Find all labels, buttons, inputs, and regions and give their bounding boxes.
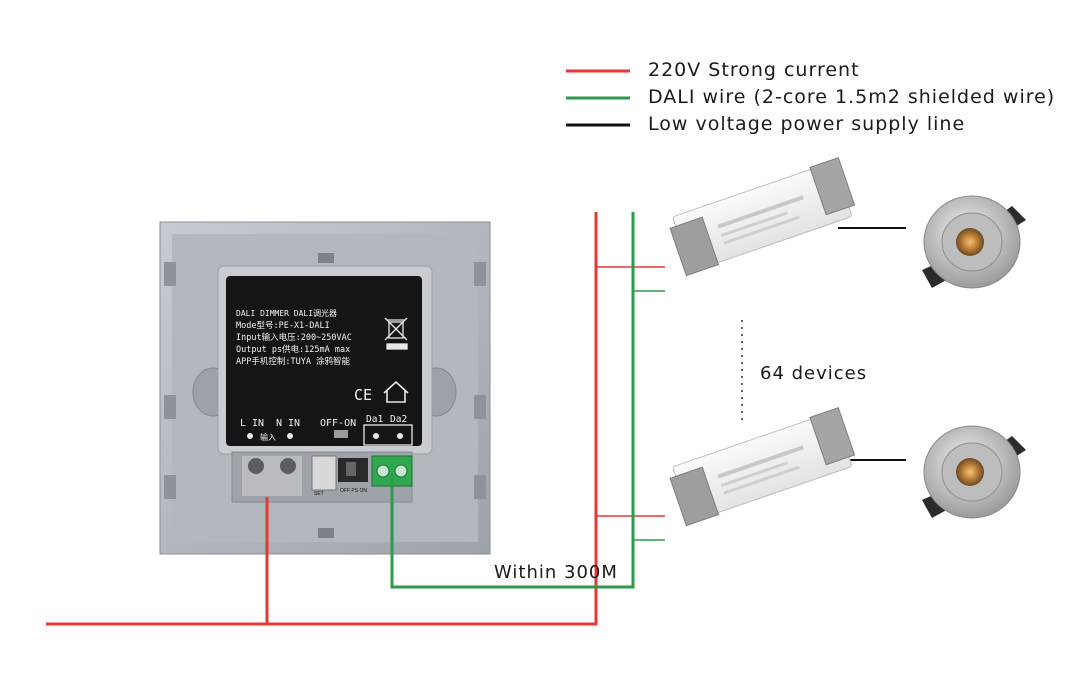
dali-dimmer-panel [159,221,491,555]
legend-label-dali: DALI wire (2-core 1.5m2 shielded wire) [648,86,1056,108]
distance-label: Within 300M [494,562,618,583]
legend-label-220v: 220V Strong current [648,59,860,81]
downlight-top [922,195,1026,289]
ce-mark: CE [354,386,372,404]
plate-line-5: APP手机控制:TUYA 涂鸦智能 [236,356,351,367]
devices-count-label: 64 devices [760,363,868,384]
terminal-n-in: N IN [276,418,300,429]
terminal-da1: Da1 [366,414,383,425]
plate-line-3: Input输入电压:200~250VAC [236,332,352,343]
led-driver-bottom [669,407,856,527]
terminal-da2: Da2 [390,414,407,425]
legend-label-low-voltage: Low voltage power supply line [648,113,966,135]
dali-wire [390,212,635,589]
terminal-input-cn: 输入 [260,432,276,442]
mains-wire-bottom [46,212,598,626]
terminal-off-on: OFF-ON [320,418,356,429]
plate-line-1: DALI DIMMER DALI调光器 [236,308,337,318]
downlight-bottom [922,425,1026,519]
set-print: SET [314,491,324,497]
home-icon [383,380,409,403]
led-driver-top [669,157,856,277]
device-label-plate [226,276,422,446]
switch-print: OFF PS ON [340,488,367,494]
plate-line-4: Output ps供电:125mA max [236,344,350,355]
plate-line-2: Mode型号:PE-X1-DALI [236,321,330,331]
weee-bin-icon [384,317,408,350]
terminal-l-in: L IN [240,418,264,429]
